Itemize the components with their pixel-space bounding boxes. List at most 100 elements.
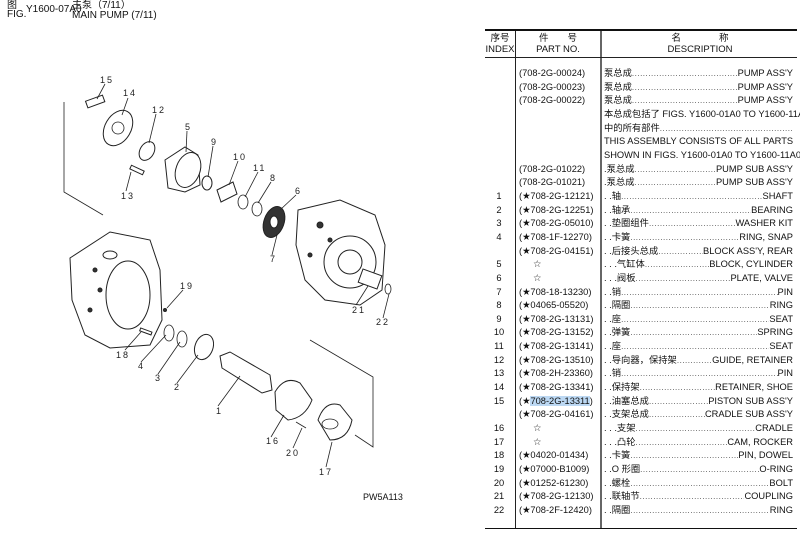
row-index: 15	[493, 395, 505, 406]
row-index: 9	[496, 313, 502, 324]
row-index: 22	[493, 505, 505, 515]
row-name-cn: 卡簧	[611, 450, 631, 461]
row-description: . . 隔圈RING	[604, 299, 793, 313]
row-name-en: PIN	[777, 368, 794, 379]
callout-21: 21	[352, 305, 366, 315]
leader-dots	[649, 217, 736, 231]
table-row: 10(★708-2G-13152). . 弹簧SPRING	[485, 326, 797, 340]
selected-text[interactable]: 708-2G-13311	[530, 395, 590, 406]
row-prefix: . . .	[604, 259, 617, 270]
row-part-number: (★708-2G-12121)	[519, 190, 594, 201]
row-name-cn: 阀板	[616, 272, 636, 283]
row-index: 14	[493, 382, 505, 393]
leader-dots	[630, 449, 738, 463]
table-row: 1(★708-2G-12121). . 轴SHAFT	[485, 190, 797, 204]
table-row: (708-2G-00022)泵总成PUMP ASS'Y	[485, 94, 797, 108]
row-description: . . 轴承BEARING	[604, 204, 793, 218]
row-index: 7	[496, 286, 502, 297]
table-row: 中的所有部件	[485, 122, 797, 136]
row-prefix: . .	[604, 245, 612, 256]
row-name-en: SHAFT	[762, 190, 793, 201]
row-part-number: (★708-2F-12420)	[519, 505, 592, 515]
row-name-cn: 导向器，保持架	[611, 354, 677, 365]
leader-dots	[621, 286, 777, 300]
row-prefix: . .	[604, 382, 612, 393]
row-part-number: (★04020-01434)	[519, 450, 589, 461]
row-index: 1	[496, 190, 502, 201]
row-description: . 泵总成PUMP SUB ASS'Y	[604, 163, 793, 177]
row-part-number: ☆	[533, 436, 542, 447]
header-description: 名 称 DESCRIPTION	[603, 33, 797, 55]
callout-3: 3	[155, 373, 162, 383]
column-divider	[515, 31, 516, 528]
row-description: . . 卡簧PIN, DOWEL	[604, 449, 793, 463]
callout-17: 17	[319, 467, 333, 477]
fig-label-cn: 图	[7, 0, 17, 11]
row-prefix: . .	[604, 341, 612, 352]
row-name-cn: 后接头总成	[611, 245, 659, 256]
callout-4: 4	[138, 361, 145, 371]
row-part-number: (★708-1F-12270)	[519, 231, 592, 242]
row-name-en: CAM, ROCKER	[727, 436, 793, 447]
leader-dots	[660, 122, 793, 136]
table-row: 7(★708-18-13230). . 销PIN	[485, 286, 797, 300]
row-prefix: . .	[604, 395, 612, 406]
row-part-number: ☆	[533, 259, 542, 270]
row-name-en: PISTON SUB ASS'Y	[708, 395, 793, 406]
row-name-en: COUPLING	[744, 491, 793, 502]
row-name-cn: 保持架	[611, 382, 640, 393]
title-cn: 主泵（7/11）	[72, 0, 131, 11]
callout-5: 5	[185, 122, 192, 132]
row-name-cn: 螺栓	[611, 477, 631, 488]
row-part-number: (708-2G-01022)	[519, 163, 586, 174]
table-row: 13(★708-2H-23360). . 销PIN	[485, 367, 797, 381]
row-name-cn: 座	[611, 341, 622, 352]
row-prefix: . .	[604, 354, 612, 365]
row-name-cn: 凸轮	[616, 436, 636, 447]
table-row: THIS ASSEMBLY CONSISTS OF ALL PARTS	[485, 135, 797, 149]
row-name-en: GUIDE, RETAINER	[712, 354, 793, 365]
table-row: 19(★07000-B1009). . O 形圈O-RING	[485, 463, 797, 477]
row-index: 13	[493, 368, 505, 379]
row-index: 18	[493, 450, 505, 461]
row-prefix: . .	[604, 231, 612, 242]
table-row: 18 (★04020-01434) . . 卡簧PIN, DOWEL	[485, 449, 797, 463]
header-part-cn: 件 号	[538, 33, 577, 44]
table-row: 12(★708-2G-13510). . 导向器，保持架GUIDE, RETAI…	[485, 354, 797, 368]
row-name-en: PUMP SUB ASS'Y	[715, 163, 793, 174]
row-prefix: . .	[604, 327, 612, 338]
row-description: . . . 凸轮CAM, ROCKER	[604, 436, 793, 450]
table-row: (708-2G-01022) . 泵总成PUMP SUB ASS'Y	[485, 163, 797, 177]
table-row: (708-2G-01021). 泵总成PUMP SUB ASS'Y	[485, 176, 797, 190]
leader-dots	[640, 381, 716, 395]
row-name-en: SEAT	[769, 313, 793, 324]
row-name-en: SPRING	[757, 327, 793, 338]
row-name-cn: 支架总成	[611, 409, 649, 420]
part-suffix: )	[589, 395, 593, 406]
row-description: . . 联轴节COUPLING	[604, 490, 793, 504]
row-part-number: (708-2G-01021)	[519, 177, 586, 188]
table-row: 5☆. . . 气缸体BLOCK, CYLINDER	[485, 258, 797, 272]
row-part-number[interactable]: (★708-2G-13311)	[519, 395, 593, 409]
callout-16: 16	[266, 436, 280, 446]
row-part-number: (★708-2G-13131)	[519, 313, 594, 324]
row-name-cn: 气缸体	[616, 259, 645, 270]
row-part-number: (★708-2G-04151)	[519, 245, 594, 256]
row-description: . . 导向器，保持架 GUIDE, RETAINER	[604, 354, 793, 368]
table-row: 8(★04065-05520). . 隔圈RING	[485, 299, 797, 313]
row-index: 17	[493, 436, 505, 447]
header-divider	[485, 57, 797, 58]
row-part-number: (708-2G-00022)	[519, 95, 586, 106]
row-description: . . 销PIN	[604, 367, 793, 381]
row-description: . . 销PIN	[604, 286, 793, 300]
row-description: . . 座SEAT	[604, 340, 793, 354]
fig-number: Y1600-07A0	[26, 4, 82, 15]
row-name-cn: 隔圈	[611, 505, 631, 515]
row-index: 21	[493, 491, 505, 502]
row-description: . . 后接头总成BLOCK ASS'Y, REAR	[604, 245, 793, 259]
table-row: (★708-2G-04161). . 支架总成CRADLE SUB ASS'Y	[485, 408, 797, 422]
row-note: 本总成包括了 FIGS. Y1600-01A0 TO Y1600-11A0	[604, 108, 800, 119]
header-desc-cn: 名 称	[671, 33, 729, 44]
row-prefix: .	[604, 163, 607, 174]
callout-11: 11	[253, 163, 266, 173]
